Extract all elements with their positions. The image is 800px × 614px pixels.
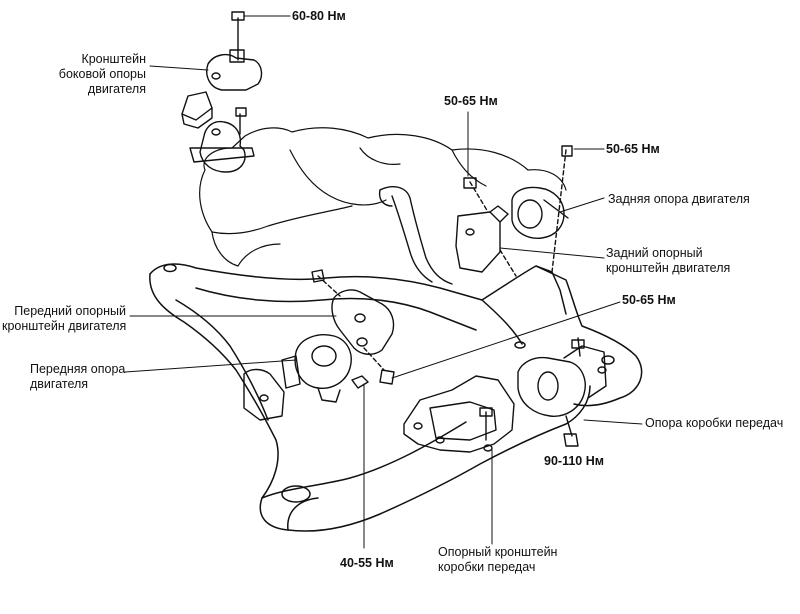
engine-outline (199, 127, 567, 267)
front-bracket-assembly (311, 269, 395, 385)
front-mount-assembly (243, 334, 369, 421)
torque-rear-bracket-bolt: 50-65 Нм (444, 94, 498, 108)
side-bracket-assembly (181, 11, 263, 173)
label-side-bracket: Кронштейн боковой опоры двигателя (40, 52, 146, 97)
torque-top-bolt: 60-80 Нм (292, 9, 346, 23)
torque-rear-mount-bolt: 50-65 Нм (606, 142, 660, 156)
label-gearbox-bracket-line1: Опорный кронштейн (438, 545, 558, 559)
torque-front-bracket-bolt: 50-65 Нм (622, 293, 676, 307)
gearbox-bracket-assembly (403, 375, 515, 453)
label-front-bracket-line1: Передний опорный (14, 304, 126, 318)
label-gearbox-bracket-line2: коробки передач (438, 560, 536, 574)
rear-mount-assembly (455, 145, 573, 277)
label-front-mount-line2: двигателя (30, 377, 89, 391)
leader-lines (124, 15, 643, 549)
rear-arm (378, 186, 453, 285)
label-rear-bracket-line2: кронштейн двигателя (606, 261, 731, 275)
label-front-mount: Передняя опора двигателя (30, 362, 125, 392)
subframe (149, 263, 643, 532)
label-rear-mount: Задняя опора двигателя (608, 192, 750, 206)
label-side-bracket-line3: двигателя (87, 82, 146, 96)
gearbox-mount-assembly (517, 337, 607, 447)
torque-gearbox-mount-bolt: 90-110 Нм (544, 454, 604, 468)
label-rear-bracket-line1: Задний опорный (606, 246, 703, 260)
label-front-bracket: Передний опорный кронштейн двигателя (2, 304, 126, 334)
label-side-bracket-line2: боковой опоры (58, 67, 146, 81)
label-gearbox-mount: Опора коробки передач (645, 416, 784, 430)
label-front-mount-line1: Передняя опора (30, 362, 126, 376)
label-front-bracket-line2: кронштейн двигателя (2, 319, 127, 333)
torque-front-mount-bolt: 40-55 Нм (340, 556, 394, 570)
label-side-bracket-line1: Кронштейн (81, 52, 146, 66)
label-rear-bracket: Задний опорный кронштейн двигателя (606, 246, 730, 276)
label-gearbox-bracket: Опорный кронштейн коробки передач (438, 545, 557, 575)
